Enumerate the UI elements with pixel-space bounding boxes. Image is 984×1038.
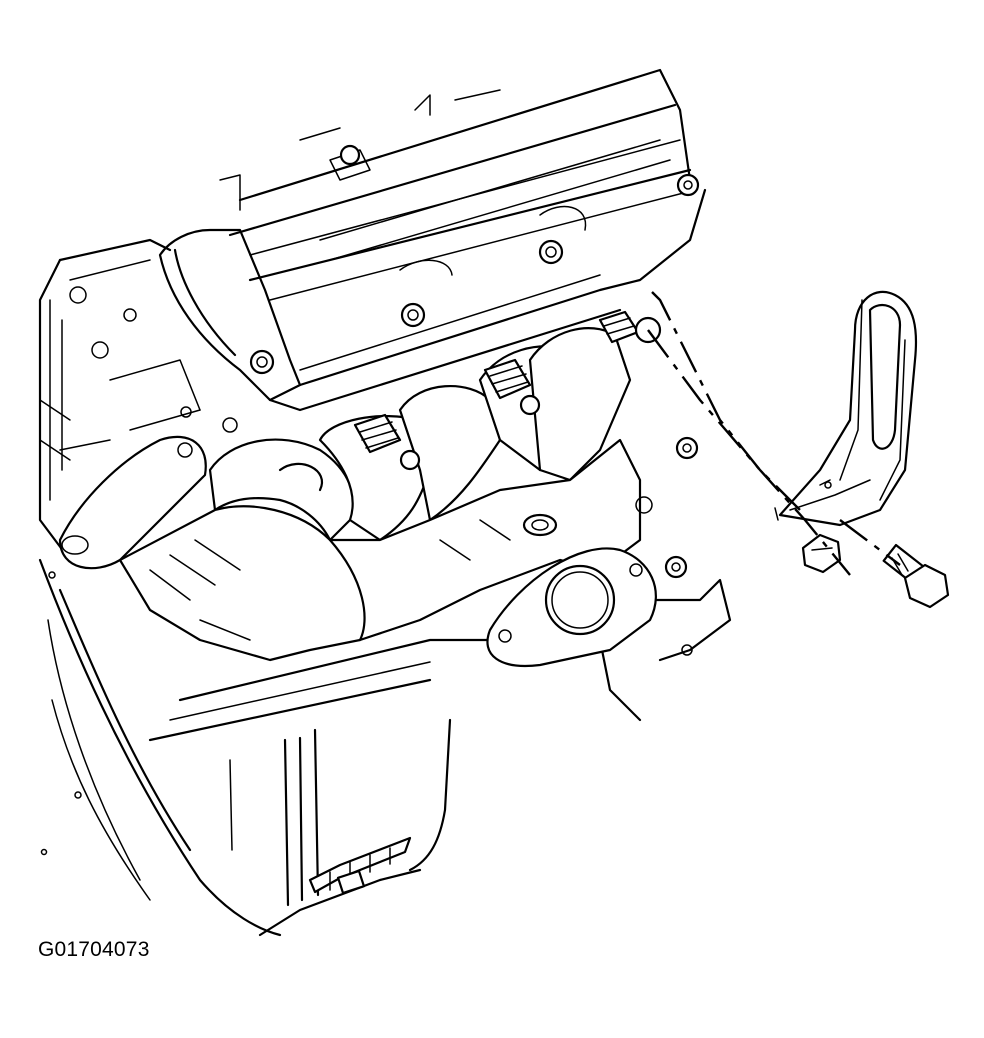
manifold-stud bbox=[598, 310, 640, 344]
manifold-stud bbox=[483, 358, 541, 416]
valve-cover-bolt bbox=[400, 302, 426, 328]
valve-cover bbox=[158, 68, 707, 412]
bracket-bolt bbox=[882, 543, 950, 609]
valve-cover-bolt bbox=[676, 173, 700, 197]
cylinder-head-side bbox=[58, 238, 238, 451]
bracket-nut bbox=[801, 533, 842, 574]
manifold-bolt bbox=[664, 555, 688, 579]
manifold-stud bbox=[353, 413, 421, 471]
valve-cover-bolt bbox=[538, 239, 564, 265]
exploded-view-lines bbox=[647, 291, 901, 576]
valve-cover-bolt bbox=[339, 144, 361, 166]
figure-id-label: G01704073 bbox=[38, 938, 150, 961]
manifold-bolt bbox=[675, 436, 699, 460]
bracket bbox=[774, 290, 918, 527]
exhaust-manifold bbox=[58, 327, 657, 668]
valve-cover-bolt bbox=[249, 349, 275, 375]
